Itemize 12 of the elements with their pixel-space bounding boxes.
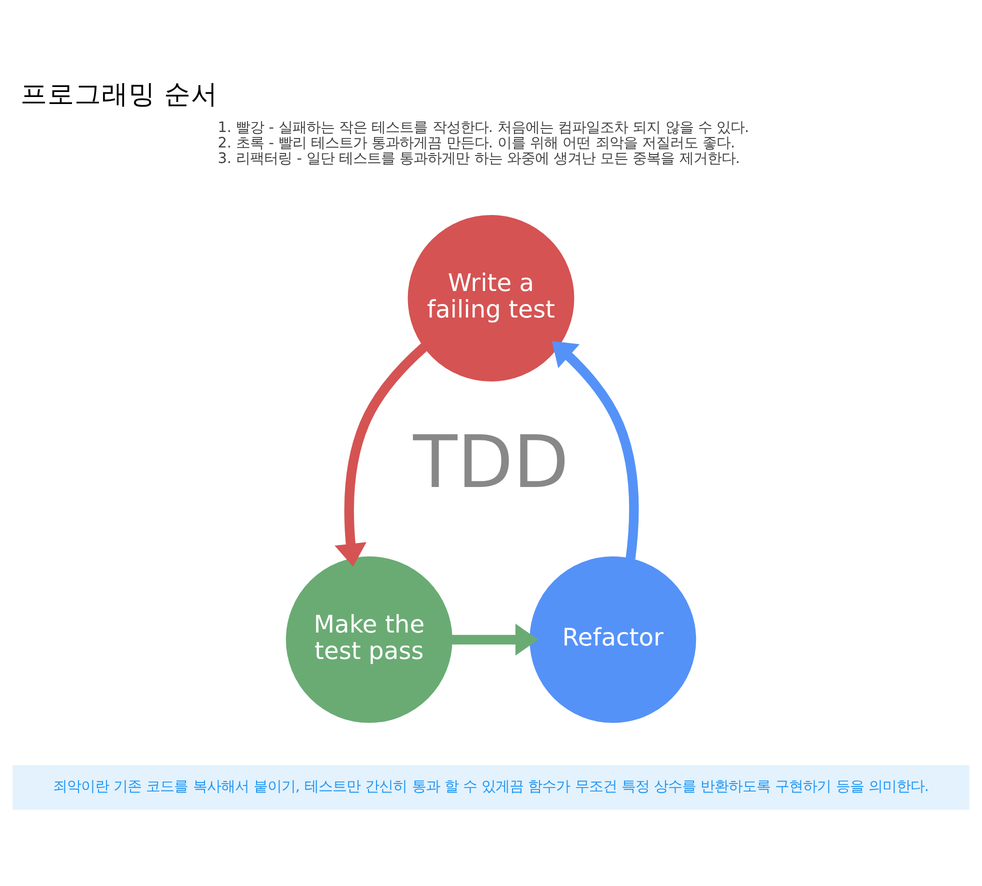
arrow <box>334 343 428 567</box>
label: 1. 빨강 - 실패하는 작은 테스트를 작성한다. 처음에는 컴파일조차 되지 않을 수 있다. <box>218 120 750 136</box>
node-text: TDD <box>413 421 569 506</box>
node-circle: Make the test pass <box>286 556 452 723</box>
label: 죄악이란 기존 코드를 복사해서 붙이기, 테스트만 간신히 통과 할 수 있게끔 함수가 무조건 특정 상수를 반환하도록 구현하기 등을 의미한다. <box>53 779 929 796</box>
node-circle: Write a failing test <box>408 214 574 382</box>
diagram-title: 프로그래밍 순서 <box>20 78 218 110</box>
arrow <box>452 624 538 656</box>
node-circle: Refactor <box>530 556 696 723</box>
label: 2. 초록 - 빨리 테스트가 통과하게끔 만든다. 이를 위해 어떤 죄악을 저질러도 좋다. <box>218 136 736 152</box>
label: 3. 리팩터링 - 일단 테스트를 통과하게만 하는 와중에 생겨난 모든 중복을 제거한다. <box>218 151 740 168</box>
arrow <box>552 340 639 560</box>
